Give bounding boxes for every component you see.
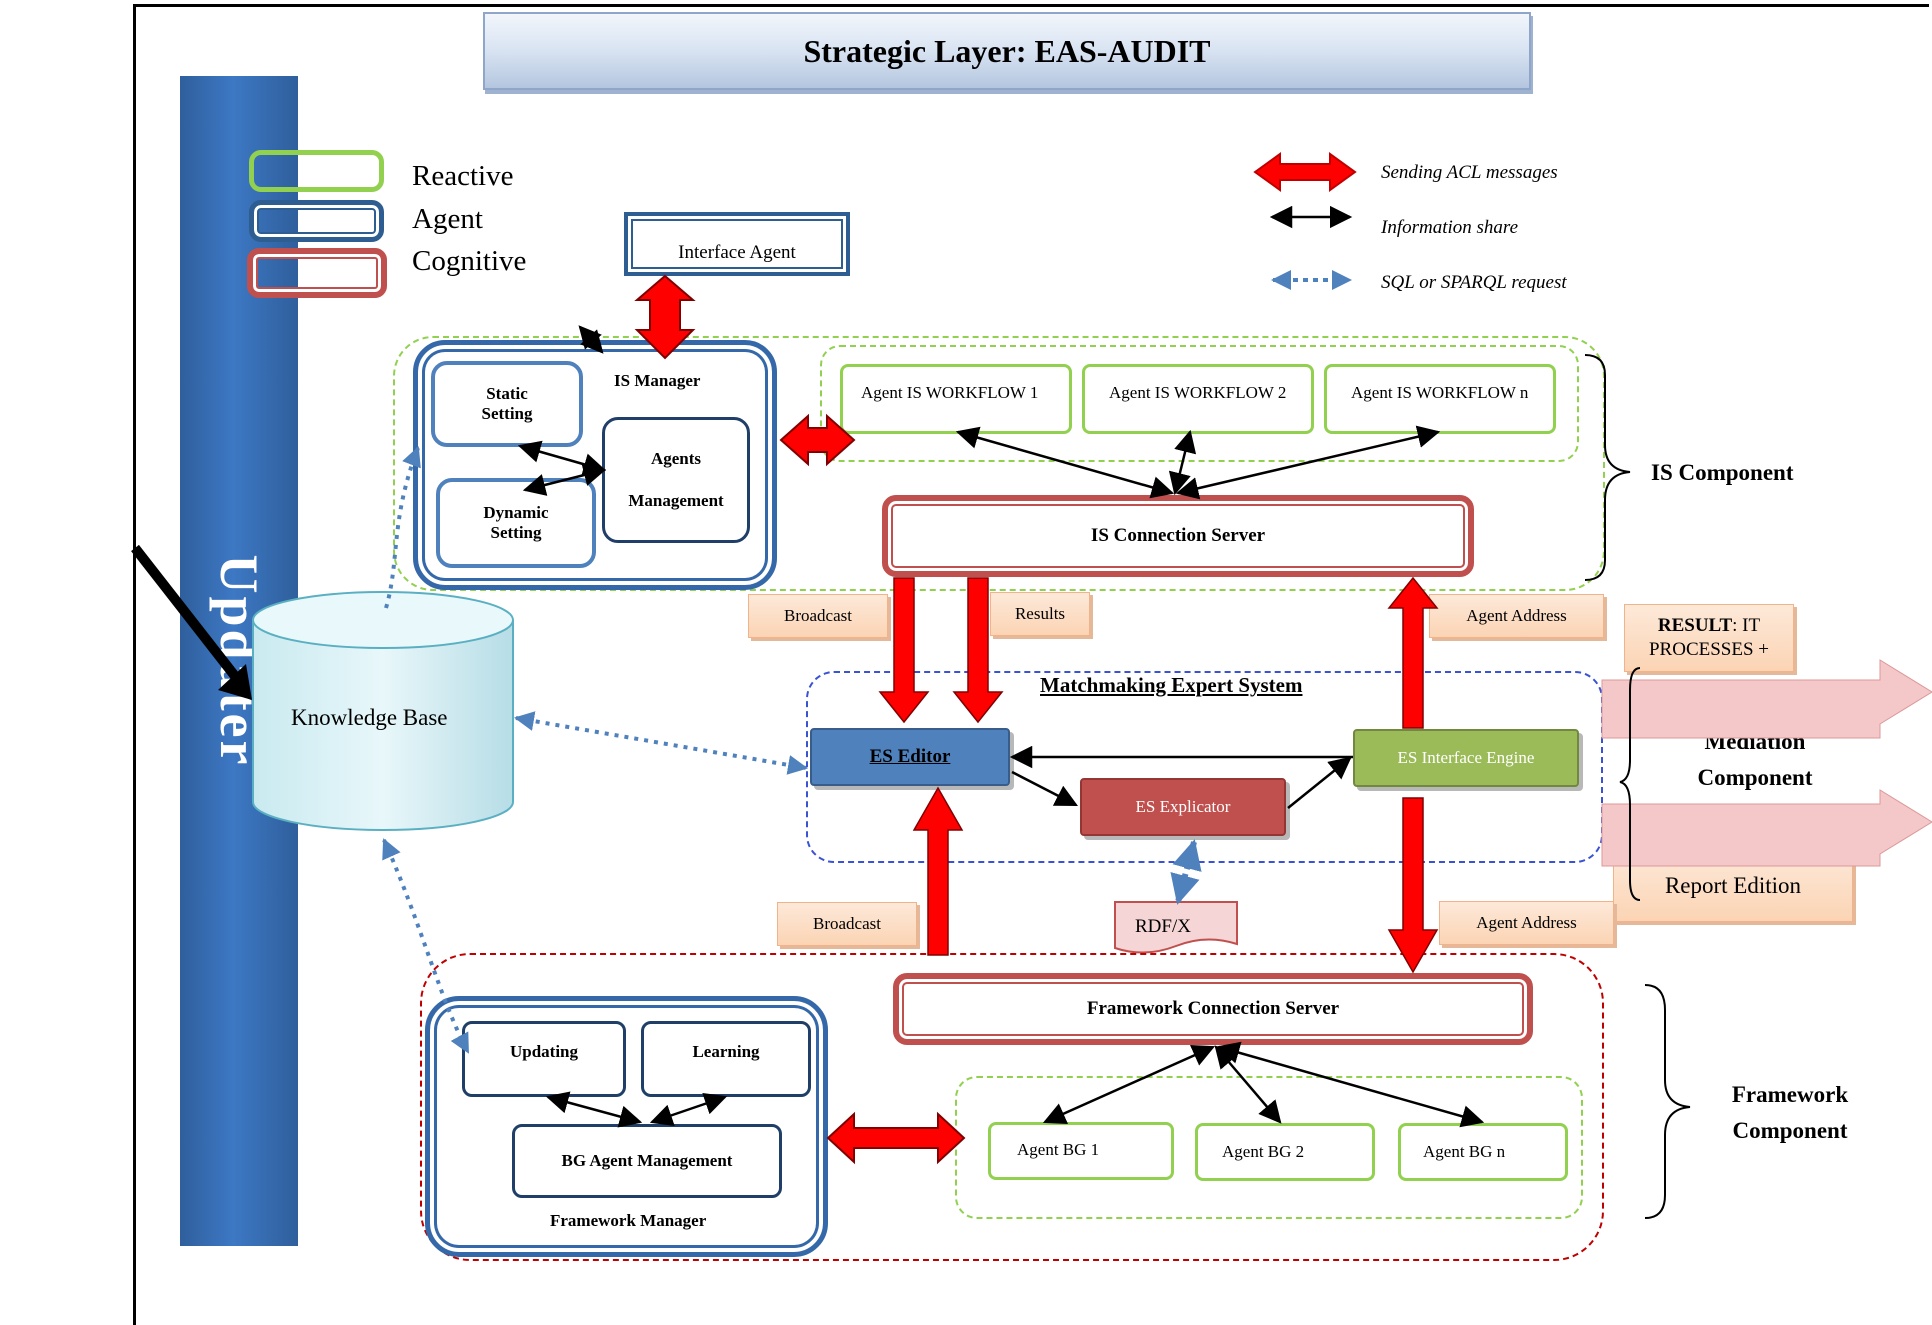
es-interface-engine: ES Interface Engine — [1353, 729, 1579, 787]
legend-agent-label: Agent — [412, 203, 483, 235]
mediation-component-label: Mediation Component — [1697, 729, 1813, 790]
results-label: Results — [990, 592, 1090, 636]
updating-box: Updating — [462, 1021, 626, 1097]
legend-sql-label: SQL or SPARQL request — [1381, 272, 1567, 293]
knowledge-base-label: Knowledge Base — [291, 705, 448, 730]
bg-agent-n: Agent BG n — [1398, 1123, 1568, 1181]
framework-component-region — [420, 953, 1604, 1261]
is-connection-server: IS Connection Server — [882, 495, 1474, 577]
knowledge-base: Knowledge Base — [251, 590, 515, 832]
legend-acl-label: Sending ACL messages — [1381, 162, 1558, 183]
broadcast-top-label: Broadcast — [748, 594, 888, 638]
agent-address-bottom-label: Agent Address — [1439, 901, 1614, 945]
framework-manager — [425, 996, 828, 1257]
agent-address-top-label: Agent Address — [1429, 594, 1604, 638]
framework-connection-server: Framework Connection Server — [893, 973, 1533, 1045]
es-editor: ES Editor — [810, 728, 1010, 786]
legend-cognitive-label: Cognitive — [412, 245, 527, 277]
static-setting: Static Setting — [431, 361, 583, 447]
learning-box: Learning — [641, 1021, 811, 1097]
workflow-agent-n: Agent IS WORKFLOW n — [1324, 364, 1556, 434]
bg-agent-management: BG Agent Management — [512, 1124, 782, 1198]
static-setting-label: Static Setting — [481, 384, 533, 423]
interface-agent: Interface Agent — [624, 212, 850, 276]
legend-info-label: Information share — [1381, 217, 1519, 238]
workflow-agent-2: Agent IS WORKFLOW 2 — [1082, 364, 1314, 434]
legend-reactive-label: Reactive — [412, 160, 514, 192]
expert-system-title: Matchmaking Expert System — [1040, 673, 1303, 697]
is-component-label: IS Component — [1651, 460, 1794, 485]
result-box-rest: : IT PROCESSES + — [1648, 615, 1769, 660]
workflow-agent-1: Agent IS WORKFLOW 1 — [840, 364, 1072, 434]
agents-management: Agents Management — [602, 417, 750, 543]
dynamic-setting-label: Dynamic Setting — [483, 503, 549, 542]
dynamic-setting: Dynamic Setting — [436, 478, 596, 568]
result-box: RESULT: IT PROCESSES + — [1624, 604, 1794, 672]
legend-cognitive-swatch — [247, 248, 387, 298]
rdf-document: RDF/X — [1113, 900, 1239, 956]
es-editor-label: ES Editor — [869, 746, 951, 767]
legend-agent-swatch — [249, 200, 384, 242]
broadcast-bottom-label: Broadcast — [777, 902, 917, 946]
rdf-label: RDF/X — [1135, 916, 1191, 937]
result-box-bold: RESULT — [1657, 615, 1733, 636]
bg-agent-1: Agent BG 1 — [988, 1122, 1174, 1180]
framework-component-label: Framework Component — [1731, 1082, 1849, 1143]
legend-reactive-swatch — [249, 150, 384, 192]
strategic-layer-title: Strategic Layer: EAS-AUDIT — [483, 12, 1531, 90]
report-edition: Report Edition — [1613, 850, 1853, 922]
bg-agent-2: Agent BG 2 — [1195, 1123, 1375, 1181]
agents-management-label: Agents Management — [628, 449, 724, 510]
framework-manager-title: Framework Manager — [550, 1211, 707, 1230]
es-explicator: ES Explicator — [1080, 778, 1286, 836]
is-manager-title: IS Manager — [614, 371, 701, 390]
